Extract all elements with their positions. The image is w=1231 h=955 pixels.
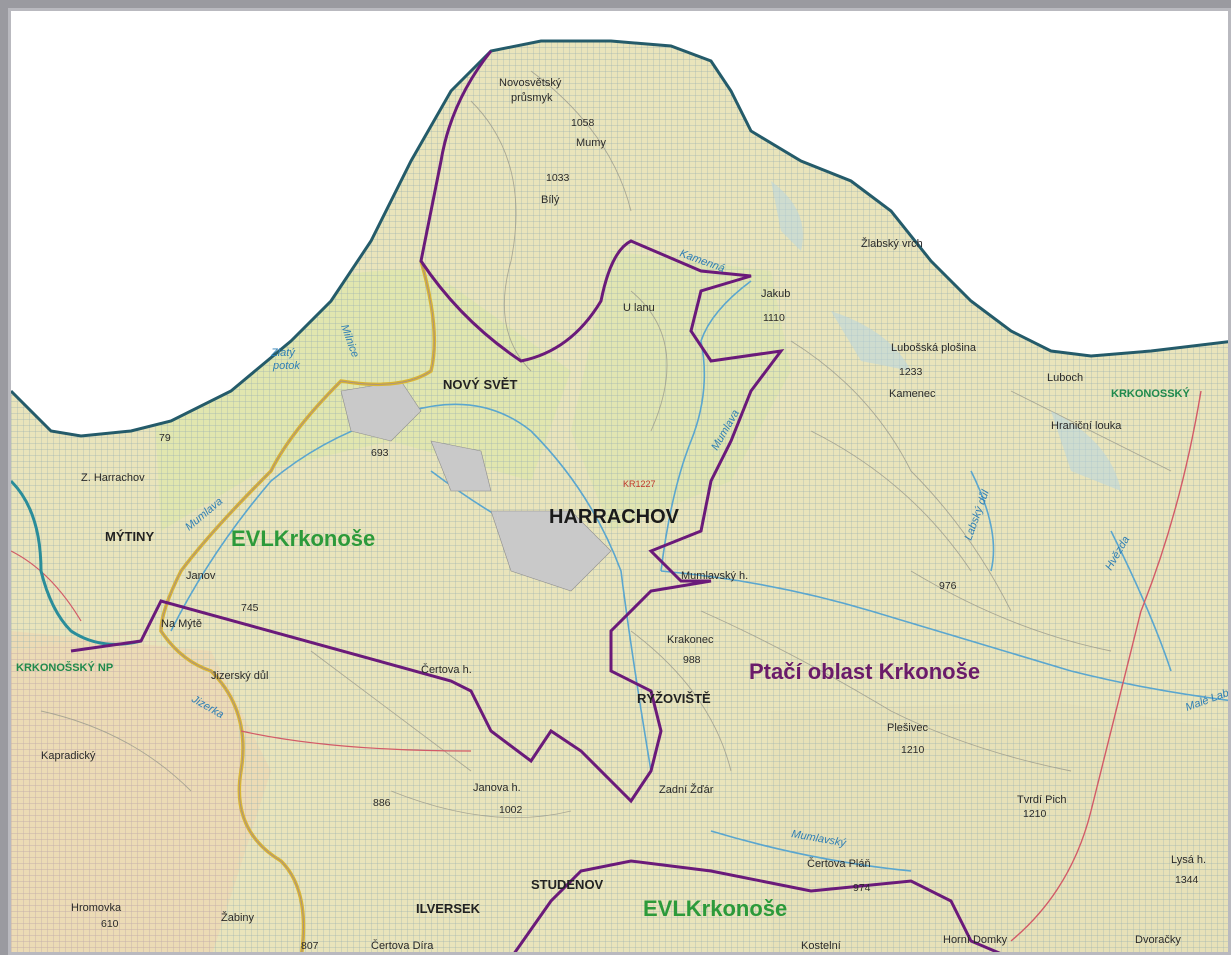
svg-text:976: 976 xyxy=(939,580,957,592)
town-studenov: STUDENOV xyxy=(531,877,604,892)
svg-text:Plešivec: Plešivec xyxy=(887,722,928,734)
svg-text:745: 745 xyxy=(241,602,259,614)
map-canvas: EVLKrkonoše EVLKrkonoše Ptačí oblast Krk… xyxy=(11,39,1228,952)
svg-text:Zadní Žďár: Zadní Žďár xyxy=(659,783,714,796)
town-mytiny: MÝTINY xyxy=(105,529,154,544)
svg-text:1033: 1033 xyxy=(546,172,570,184)
svg-text:Mumy: Mumy xyxy=(576,137,606,149)
svg-text:974: 974 xyxy=(853,882,871,894)
svg-text:988: 988 xyxy=(683,654,701,666)
contour-lines xyxy=(40,70,1172,819)
svg-text:Mumlavský h.: Mumlavský h. xyxy=(681,570,748,582)
svg-text:Hraniční louka: Hraniční louka xyxy=(1051,420,1122,432)
svg-text:Dvoračky: Dvoračky xyxy=(1135,934,1181,946)
svg-text:U lanu: U lanu xyxy=(623,302,655,314)
roads xyxy=(11,260,1202,952)
svg-text:1110: 1110 xyxy=(763,312,785,324)
ptaci-oblast-boundary-south xyxy=(513,859,1001,952)
svg-text:Tvrdí Pich: Tvrdí Pich xyxy=(1017,794,1067,806)
svg-text:Janova h.: Janova h. xyxy=(473,782,521,794)
evl-label-north: EVLKrkonoše xyxy=(231,526,375,551)
svg-text:Lubošská plošina: Lubošská plošina xyxy=(891,342,977,354)
feature-labels: Novosvětský průsmyk 1058 Mumy 1033 Bílý … xyxy=(41,77,1206,952)
svg-text:Kapradický: Kapradický xyxy=(41,750,96,762)
svg-text:610: 610 xyxy=(101,918,119,930)
svg-text:Žlabský vrch: Žlabský vrch xyxy=(861,237,923,250)
svg-text:Čertova Díra: Čertova Díra xyxy=(371,939,434,952)
svg-text:Čertova h.: Čertova h. xyxy=(421,663,472,676)
svg-text:KR1227: KR1227 xyxy=(623,479,656,489)
svg-text:Bílý: Bílý xyxy=(541,194,560,206)
svg-text:Na Mýtě: Na Mýtě xyxy=(161,618,202,630)
svg-text:Luboch: Luboch xyxy=(1047,372,1083,384)
svg-text:potok: potok xyxy=(272,360,300,372)
svg-text:Krakonec: Krakonec xyxy=(667,634,714,646)
svg-text:1058: 1058 xyxy=(571,117,595,129)
svg-text:Čertova Pláň: Čertova Pláň xyxy=(807,857,871,870)
np-boundary-left xyxy=(11,479,142,646)
rivers xyxy=(170,280,1228,872)
svg-text:Kostelní: Kostelní xyxy=(801,940,841,952)
town-novy-svet: NOVÝ SVĚT xyxy=(443,377,517,392)
border-label-left: KRKONOŠSKÝ NP xyxy=(16,661,113,674)
town-harrachov: HARRACHOV xyxy=(549,506,680,528)
plateau-wetlands xyxy=(771,181,1121,491)
map-frame: EVLKrkonoše EVLKrkonoše Ptačí oblast Krk… xyxy=(8,8,1231,955)
pink-grid-area xyxy=(11,631,251,952)
svg-text:Jizerský důl: Jizerský důl xyxy=(211,670,268,682)
svg-text:886: 886 xyxy=(373,797,391,809)
svg-text:Jakub: Jakub xyxy=(761,288,790,300)
svg-text:1210: 1210 xyxy=(901,744,925,756)
svg-text:Zlatý: Zlatý xyxy=(270,347,296,359)
svg-text:průsmyk: průsmyk xyxy=(511,92,553,104)
ptaci-oblast-label: Ptačí oblast Krkonoše xyxy=(749,659,980,684)
town-ilversek: ILVERSEK xyxy=(416,901,481,916)
svg-text:Žabiny: Žabiny xyxy=(221,911,255,924)
svg-text:Horní Domky: Horní Domky xyxy=(943,934,1008,946)
evl-label-south: EVLKrkonoše xyxy=(643,896,787,921)
svg-text:79: 79 xyxy=(159,432,171,444)
svg-text:Hromovka: Hromovka xyxy=(71,902,122,914)
svg-text:693: 693 xyxy=(371,447,389,459)
ptaci-oblast-boundary xyxy=(70,50,785,804)
svg-text:Novosvětský: Novosvětský xyxy=(499,77,562,89)
settlements xyxy=(340,380,612,592)
svg-text:1002: 1002 xyxy=(499,804,523,816)
svg-text:807: 807 xyxy=(301,940,319,952)
svg-text:1210: 1210 xyxy=(1023,808,1047,820)
svg-text:1344: 1344 xyxy=(1175,874,1199,886)
svg-text:1233: 1233 xyxy=(899,366,923,378)
grid-hatching xyxy=(11,41,1228,952)
border-label-right: KRKONOSSKÝ xyxy=(1111,387,1191,400)
svg-text:Kamenec: Kamenec xyxy=(889,388,936,400)
evl-boundary-line xyxy=(11,39,1228,438)
svg-text:Janov: Janov xyxy=(186,570,216,582)
svg-text:Lysá h.: Lysá h. xyxy=(1171,854,1206,866)
svg-text:Z. Harrachov: Z. Harrachov xyxy=(81,472,145,484)
town-ryzoviste: RÝŽOVIŠTĚ xyxy=(637,691,711,706)
